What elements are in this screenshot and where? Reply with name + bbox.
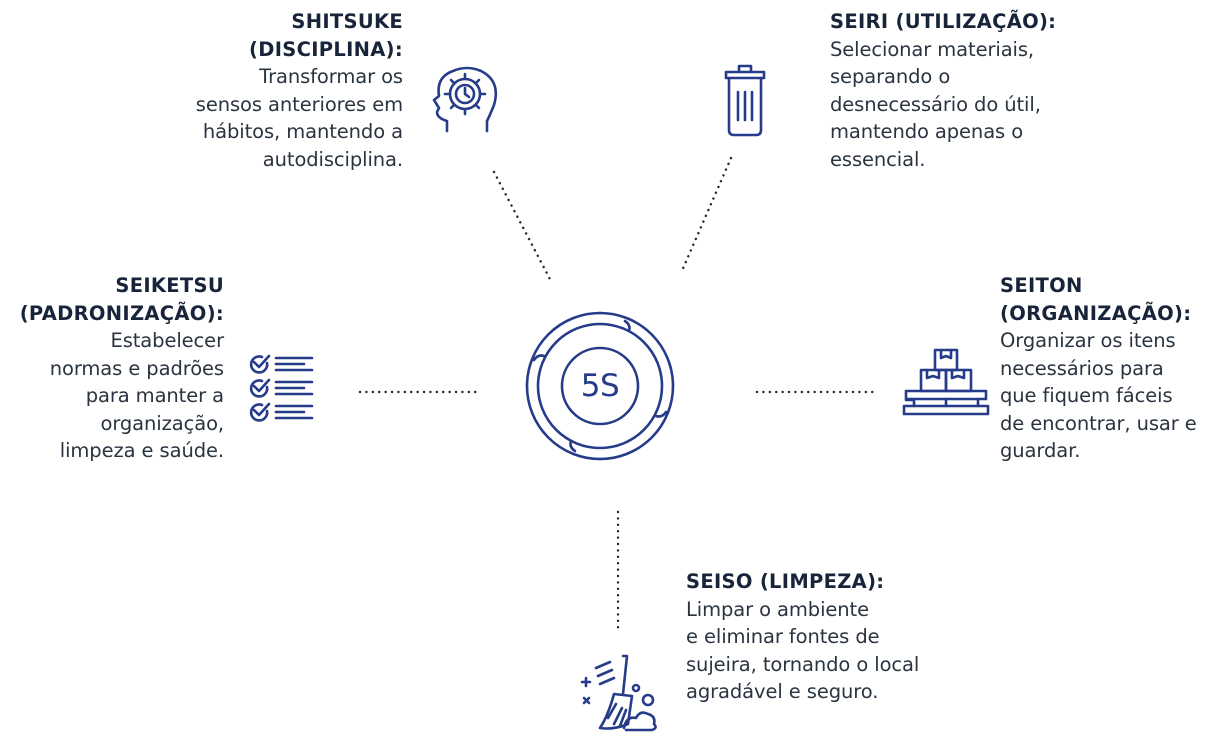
seiso-description: Limpar o ambiente e eliminar fontes de s…: [686, 597, 920, 704]
seiton-block: SEITON (ORGANIZAÇÃO): Organizar os itens…: [1000, 272, 1221, 465]
trash-can-icon: [723, 64, 767, 138]
shitsuke-title: SHITSUKE (DISCIPLINA):: [249, 10, 403, 61]
center-label: 5S: [580, 368, 620, 404]
seiketsu-description: Estabelecer normas e padrões para manter…: [49, 329, 224, 462]
shitsuke-block: SHITSUKE (DISCIPLINA): Transformar os se…: [150, 8, 403, 173]
seiketsu-block: SEIKETSU (PADRONIZAÇÃO): Estabelecer nor…: [0, 272, 224, 465]
head-gear-clock-icon: [427, 65, 507, 137]
seiri-block: SEIRI (UTILIZAÇÃO): Selecionar materiais…: [830, 8, 1090, 173]
broom-cleaning-icon: [574, 654, 660, 734]
seiso-block: SEISO (LIMPEZA): Limpar o ambiente e eli…: [686, 568, 956, 706]
boxes-pallet-icon: [902, 348, 990, 428]
connector-seiri: [679, 156, 733, 275]
shitsuke-description: Transformar os sensos anteriores em hábi…: [195, 65, 403, 171]
seiri-title: SEIRI (UTILIZAÇÃO):: [830, 10, 1057, 33]
seiketsu-title: SEIKETSU (PADRONIZAÇÃO):: [19, 274, 224, 325]
checklist-icon: [248, 352, 318, 430]
center-5s-icon: [520, 306, 680, 466]
seiri-description: Selecionar materiais, separando o desnec…: [830, 37, 1041, 171]
connector-shitsuke: [492, 170, 554, 285]
seiso-title: SEISO (LIMPEZA):: [686, 570, 885, 593]
seiton-title: SEITON (ORGANIZAÇÃO):: [1000, 274, 1192, 325]
seiton-description: Organizar os itens necessários para que …: [1000, 329, 1197, 462]
